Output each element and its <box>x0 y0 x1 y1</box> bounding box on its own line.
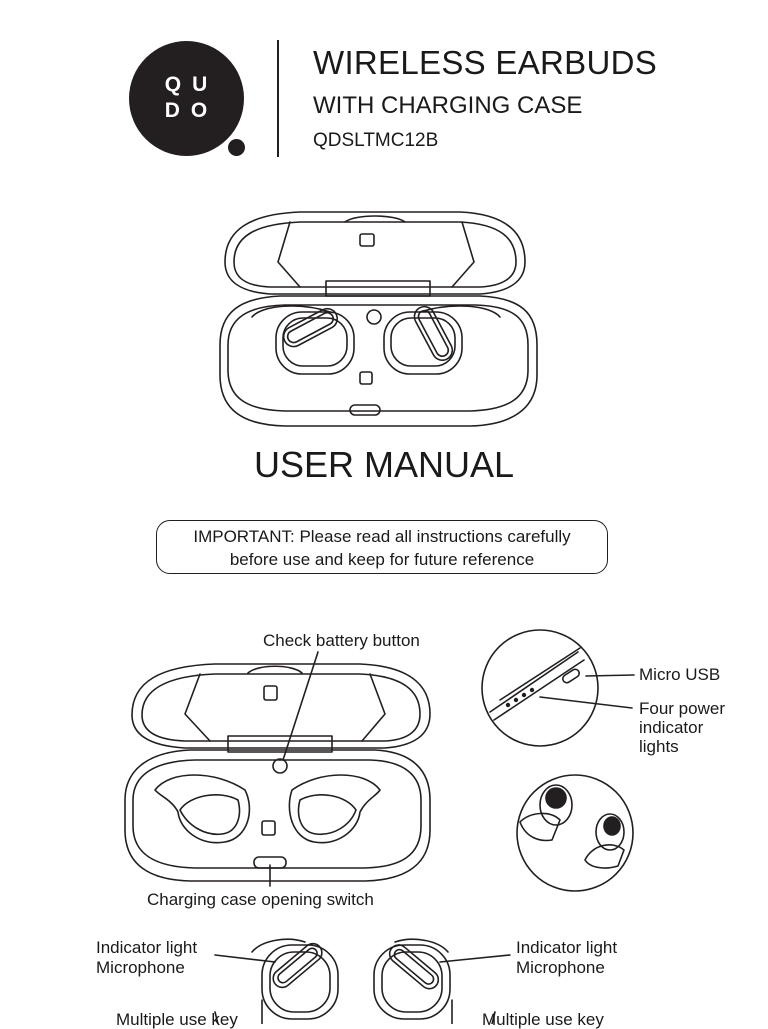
earbuds-detail-illustration <box>516 774 634 892</box>
model-number: QDSLTMC12B <box>313 130 439 151</box>
product-title: WIRELESS EARBUDS <box>313 44 658 81</box>
label-right-mic: Microphone <box>516 958 605 977</box>
label-left-mic: Microphone <box>96 958 185 977</box>
label-power-lights-3: lights <box>639 737 679 756</box>
product-subtitle: WITH CHARGING CASE <box>313 92 583 119</box>
notice-line2: before use and keep for future reference <box>229 550 535 569</box>
logo-dot <box>228 139 245 156</box>
header-divider <box>277 40 279 157</box>
usb-detail-illustration <box>481 629 635 747</box>
manual-title: USER MANUAL <box>253 444 515 485</box>
label-check-battery: Check battery button <box>263 631 420 650</box>
earbud-right-diagram <box>373 938 511 1024</box>
label-power-lights-2: indicator <box>639 718 704 737</box>
notice-line1: IMPORTANT: Please read all instructions … <box>193 527 571 546</box>
label-left-indicator: Indicator light <box>96 938 198 957</box>
label-case-switch: Charging case opening switch <box>147 890 374 909</box>
label-power-lights-1: Four power <box>639 699 725 718</box>
case-open-illustration <box>124 651 431 887</box>
important-notice: IMPORTANT: Please read all instructions … <box>156 520 608 574</box>
case-with-earbuds-illustration <box>219 211 538 427</box>
logo-text-line2: DO <box>164 99 219 122</box>
logo-text-line1: QU <box>164 73 219 96</box>
earbud-left-diagram <box>214 938 339 1024</box>
label-right-indicator: Indicator light <box>516 938 618 957</box>
label-right-key: Multiple use key <box>482 1010 604 1029</box>
label-micro-usb: Micro USB <box>639 665 721 684</box>
brand-logo: QU DO <box>129 41 244 156</box>
label-left-key: Multiple use key <box>116 1010 238 1029</box>
